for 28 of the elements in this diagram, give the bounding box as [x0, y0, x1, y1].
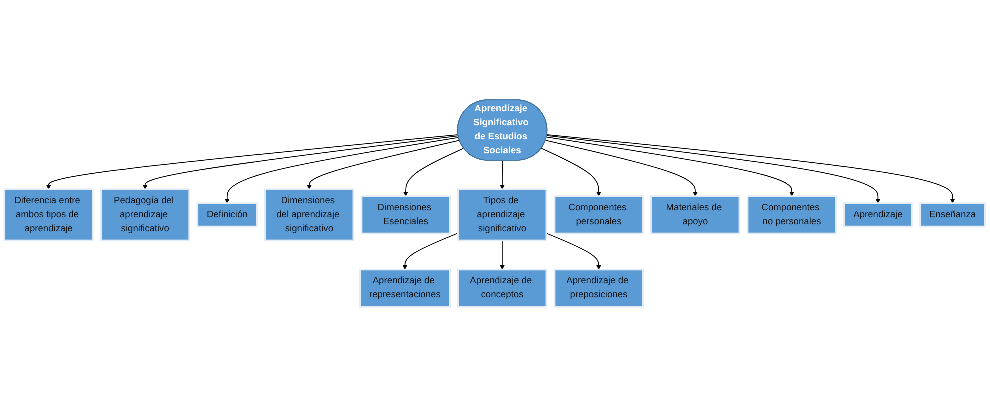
arrow [546, 135, 881, 204]
node-box: Componentes no personales [746, 196, 838, 235]
node-box: Pedagogía del aprendizaje significativo [100, 188, 190, 242]
node-box: Aprendizaje de conceptos [457, 268, 548, 308]
arrow [546, 136, 795, 197]
node-box: Definición [196, 202, 258, 228]
arrow [224, 137, 460, 204]
arrow [541, 148, 602, 197]
arrow [46, 134, 459, 190]
arrow [546, 233, 602, 270]
node-box: Dimensiones del aprendizaje significativo [264, 188, 354, 242]
node-box: Aprendizaje de representaciones [359, 268, 452, 308]
arrow [402, 232, 459, 270]
node-box: Enseñanza [919, 202, 986, 228]
arrow [500, 240, 506, 270]
node-box: Tipos de aprendizaje significativo [457, 188, 548, 242]
node-box: Dimensiones Esenciales [360, 196, 452, 235]
node-box: Diferencia entre ambos tipos de aprendizaje [4, 188, 94, 242]
node-box: Materiales de apoyo [650, 196, 741, 235]
arrow [500, 160, 506, 190]
arrow [546, 134, 956, 204]
arrow [403, 148, 464, 197]
arrow [545, 140, 698, 197]
node-box: Aprendizaje de preposiciones [554, 268, 644, 308]
arrow [142, 136, 459, 190]
arrow [306, 140, 460, 190]
node-box: Componentes personales [554, 196, 644, 235]
node-box: Aprendizaje [843, 202, 913, 228]
